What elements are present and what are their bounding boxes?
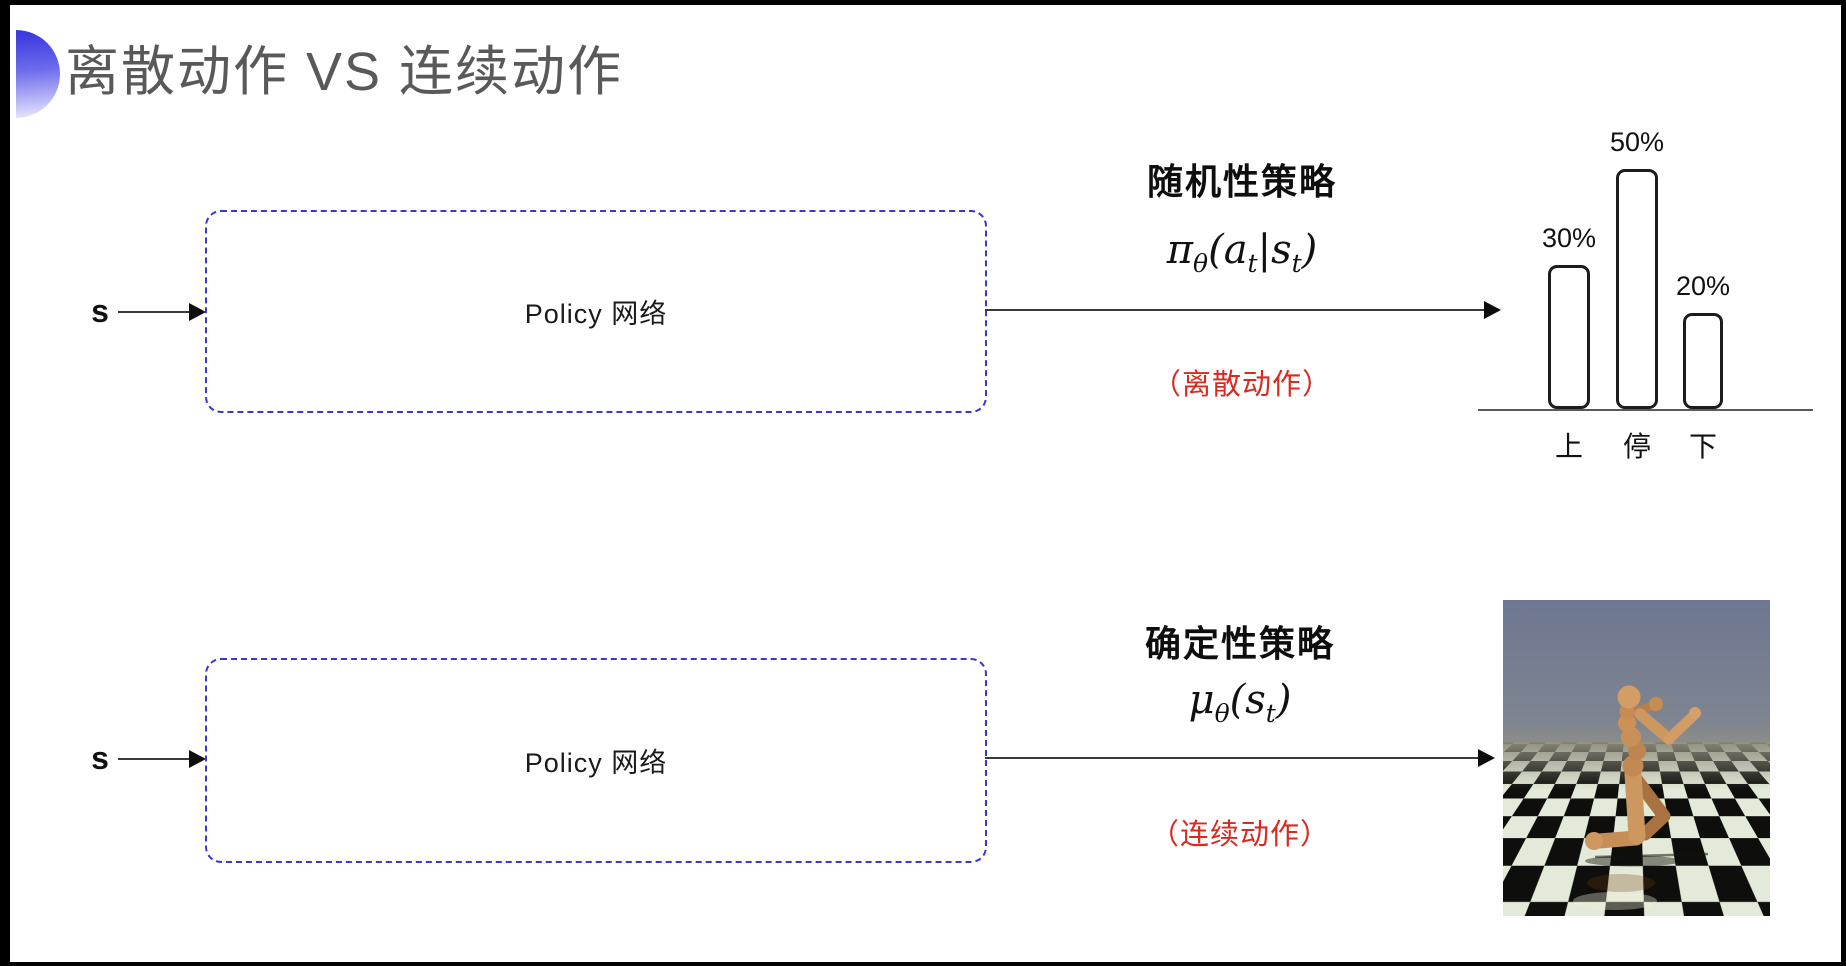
- formula-paren: ): [1275, 677, 1292, 723]
- formula-subscript: t: [1247, 249, 1258, 278]
- formula-subscript: θ: [1193, 249, 1209, 278]
- formula-subscript: θ: [1214, 699, 1230, 728]
- policy-network-box-top: Policy 网络: [205, 210, 987, 413]
- formula-symbol: π: [1166, 227, 1194, 273]
- formula-subscript: t: [1291, 249, 1302, 278]
- category-label-stop: 停: [1622, 431, 1651, 462]
- policy-network-box-bottom: Policy 网络: [205, 658, 987, 863]
- output-arrow-bottom: [985, 757, 1479, 759]
- input-arrow-bottom: [118, 758, 190, 760]
- bar-up: [1548, 265, 1590, 409]
- page-title: 离散动作 VS 连续动作: [65, 42, 624, 102]
- formula-paren: (: [1229, 677, 1246, 723]
- bar-column-down: 20%: [1668, 271, 1738, 409]
- policy-network-label-top: Policy 网络: [524, 299, 668, 329]
- continuous-action-note: （连续动作）: [1149, 819, 1330, 851]
- slide-canvas: 离散动作 VS 连续动作 s Policy 网络 随机性策略 πθ(at|st)…: [10, 5, 1841, 962]
- humanoid-figure: [1573, 685, 1709, 910]
- bar-value-label: 50%: [1609, 127, 1665, 157]
- stochastic-policy-formula: πθ(at|st): [1092, 227, 1392, 278]
- deterministic-policy-title: 确定性策略: [1144, 623, 1335, 664]
- formula-subscript: t: [1265, 699, 1276, 728]
- output-arrowhead-top: [1484, 301, 1501, 319]
- bar-down: [1683, 313, 1723, 409]
- output-arrowhead-bottom: [1478, 749, 1495, 767]
- category-label-up: 上: [1554, 431, 1583, 462]
- formula-paren: ): [1301, 227, 1318, 273]
- formula-symbol: μ: [1188, 677, 1215, 723]
- category-label-down: 下: [1688, 431, 1717, 462]
- probability-bar-chart: 30% 50% 20% 上 停 下: [1468, 100, 1813, 462]
- discrete-action-note: （离散动作）: [1151, 369, 1332, 401]
- state-input-label-top: s: [91, 293, 109, 329]
- bar-column-up: 30%: [1534, 223, 1604, 409]
- formula-arg: a: [1223, 227, 1248, 273]
- bar-column-stop: 50%: [1602, 127, 1672, 409]
- humanoid-simulation-image: [1503, 600, 1770, 916]
- bar-value-label: 30%: [1541, 223, 1597, 253]
- formula-paren: (: [1208, 227, 1224, 273]
- formula-arg: s: [1245, 677, 1266, 723]
- output-arrow-top: [985, 309, 1485, 311]
- stochastic-policy-title: 随机性策略: [1146, 161, 1337, 202]
- formula-arg: s: [1271, 227, 1292, 273]
- policy-network-label-bottom: Policy 网络: [524, 748, 668, 778]
- input-arrowhead-bottom: [189, 750, 206, 768]
- chart-axis-baseline: [1478, 409, 1813, 411]
- input-arrowhead-top: [189, 303, 206, 321]
- bar-value-label: 20%: [1675, 271, 1731, 301]
- state-input-label-bottom: s: [91, 740, 109, 776]
- deterministic-policy-formula: μθ(st): [1090, 677, 1390, 728]
- bar-stop: [1616, 169, 1658, 409]
- input-arrow-top: [118, 311, 190, 313]
- formula-separator: |: [1257, 227, 1272, 273]
- title-bullet-ball-icon: [16, 30, 60, 118]
